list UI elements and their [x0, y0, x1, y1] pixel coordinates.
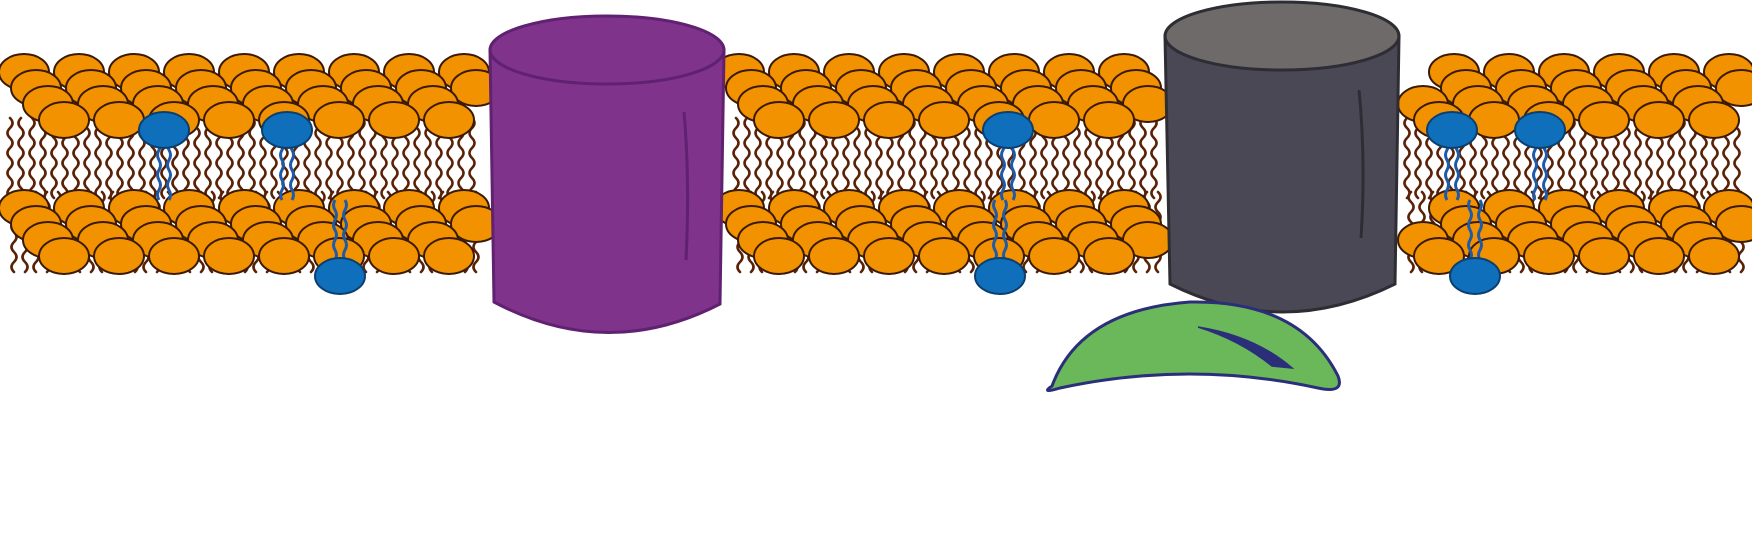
phospholipid-icon [1733, 116, 1741, 200]
phospholipid-icon [38, 237, 90, 275]
cholesterol-icon [1010, 139, 1016, 201]
phospholipid-icon [28, 116, 36, 200]
phospholipid-icon [1715, 205, 1752, 243]
cholesterol-icon [992, 199, 998, 261]
phospholipid-icon [918, 237, 970, 275]
cholesterol-icon [342, 199, 348, 261]
phospholipid-icon [1523, 237, 1575, 275]
cholesterol-icon [1542, 139, 1548, 201]
gray-integral-protein [1163, 0, 1401, 314]
phospholipid-icon [863, 237, 915, 275]
phospholipid-icon [1150, 116, 1158, 200]
cholesterol-icon [1449, 257, 1501, 295]
phospholipid-icon [83, 116, 91, 200]
phospholipid-icon [1084, 116, 1092, 200]
phospholipid-icon [974, 116, 982, 200]
phospholipid-icon [203, 101, 255, 139]
phospholipid-icon [753, 237, 805, 275]
cholesterol-icon [1454, 139, 1460, 201]
phospholipid-icon [1139, 116, 1147, 200]
phospholipid-icon [17, 116, 25, 200]
phospholipid-icon [732, 116, 740, 200]
cholesterol-icon [1444, 139, 1450, 201]
phospholipid-icon [1623, 116, 1631, 200]
phospholipid-icon [863, 101, 915, 139]
phospholipid-icon [963, 116, 971, 200]
phospholipid-icon [1633, 101, 1685, 139]
phospholipid-icon [148, 237, 200, 275]
phospholipid-icon [368, 101, 420, 139]
phospholipid-icon [864, 116, 872, 200]
phospholipid-icon [193, 116, 201, 200]
phospholipid-icon [368, 237, 420, 275]
cholesterol-icon [1514, 111, 1566, 149]
cholesterol-icon [332, 199, 338, 261]
phospholipid-icon [203, 237, 255, 275]
phospholipid-icon [1578, 101, 1630, 139]
cholesterol-molecules [138, 111, 1566, 295]
peripheral-protein [1046, 300, 1341, 393]
bottom-leaflet-heads [0, 189, 1752, 275]
phospholipid-icon [1073, 116, 1081, 200]
cholesterol-icon [166, 139, 172, 201]
cholesterol-icon [1000, 139, 1006, 201]
cholesterol-icon [279, 139, 285, 201]
purple-protein-top [488, 14, 726, 86]
gray-protein-highlight [1357, 89, 1365, 239]
gray-protein-body [1163, 34, 1401, 314]
phospholipid-icon [1083, 101, 1135, 139]
phospholipid-icon [853, 116, 861, 200]
cholesterol-icon [138, 111, 190, 149]
phospholipid-icon [413, 116, 421, 200]
phospholipid-icon [753, 101, 805, 139]
phospholipid-icon [38, 101, 90, 139]
phospholipid-icon [1634, 116, 1642, 200]
peripheral-protein-groove [1197, 326, 1295, 369]
phospholipid-icon [424, 116, 432, 200]
phospholipid-icon [313, 101, 365, 139]
phospholipid-icon [1633, 237, 1685, 275]
phospholipid-icon [1578, 237, 1630, 275]
phospholipid-icon [1715, 69, 1752, 107]
phospholipid-icon [1083, 237, 1135, 275]
cholesterol-icon [982, 111, 1034, 149]
phospholipid-icon [1414, 116, 1422, 200]
phospholipid-icon [94, 116, 102, 200]
phospholipid-icon [93, 237, 145, 275]
purple-integral-protein [488, 14, 726, 334]
phospholipid-icon [1688, 237, 1740, 275]
phospholipid-icon [6, 116, 14, 200]
phospholipid-icon [314, 116, 322, 200]
phospholipid-icon [1028, 237, 1080, 275]
cholesterol-icon [261, 111, 313, 149]
peripheral-protein-body [1046, 300, 1341, 393]
purple-protein-highlight [682, 111, 690, 261]
cholesterol-icon [1467, 199, 1473, 261]
phospholipid-icon [808, 237, 860, 275]
gray-protein-top [1163, 0, 1401, 72]
cholesterol-icon [974, 257, 1026, 295]
phospholipid-icon [204, 116, 212, 200]
phospholipid-icon [1403, 116, 1411, 200]
phospholipid-icon [1688, 101, 1740, 139]
cholesterol-icon [1426, 111, 1478, 149]
cholesterol-icon [1002, 199, 1008, 261]
phospholipid-icon [743, 116, 751, 200]
cholesterol-icon [289, 139, 295, 201]
phospholipid-icon [423, 237, 475, 275]
cholesterol-icon [314, 257, 366, 295]
cholesterol-icon [156, 139, 162, 201]
cholesterol-icon [1532, 139, 1538, 201]
phospholipid-icon [918, 101, 970, 139]
phospholipid-icon [754, 116, 762, 200]
phospholipid-icon [423, 101, 475, 139]
phospholipid-icon [93, 101, 145, 139]
phospholipid-icon [1028, 101, 1080, 139]
cholesterol-icon [1477, 199, 1483, 261]
phospholipid-icon [1413, 237, 1465, 275]
purple-protein-body [488, 48, 726, 334]
phospholipid-icon [258, 237, 310, 275]
phospholipid-icon [808, 101, 860, 139]
